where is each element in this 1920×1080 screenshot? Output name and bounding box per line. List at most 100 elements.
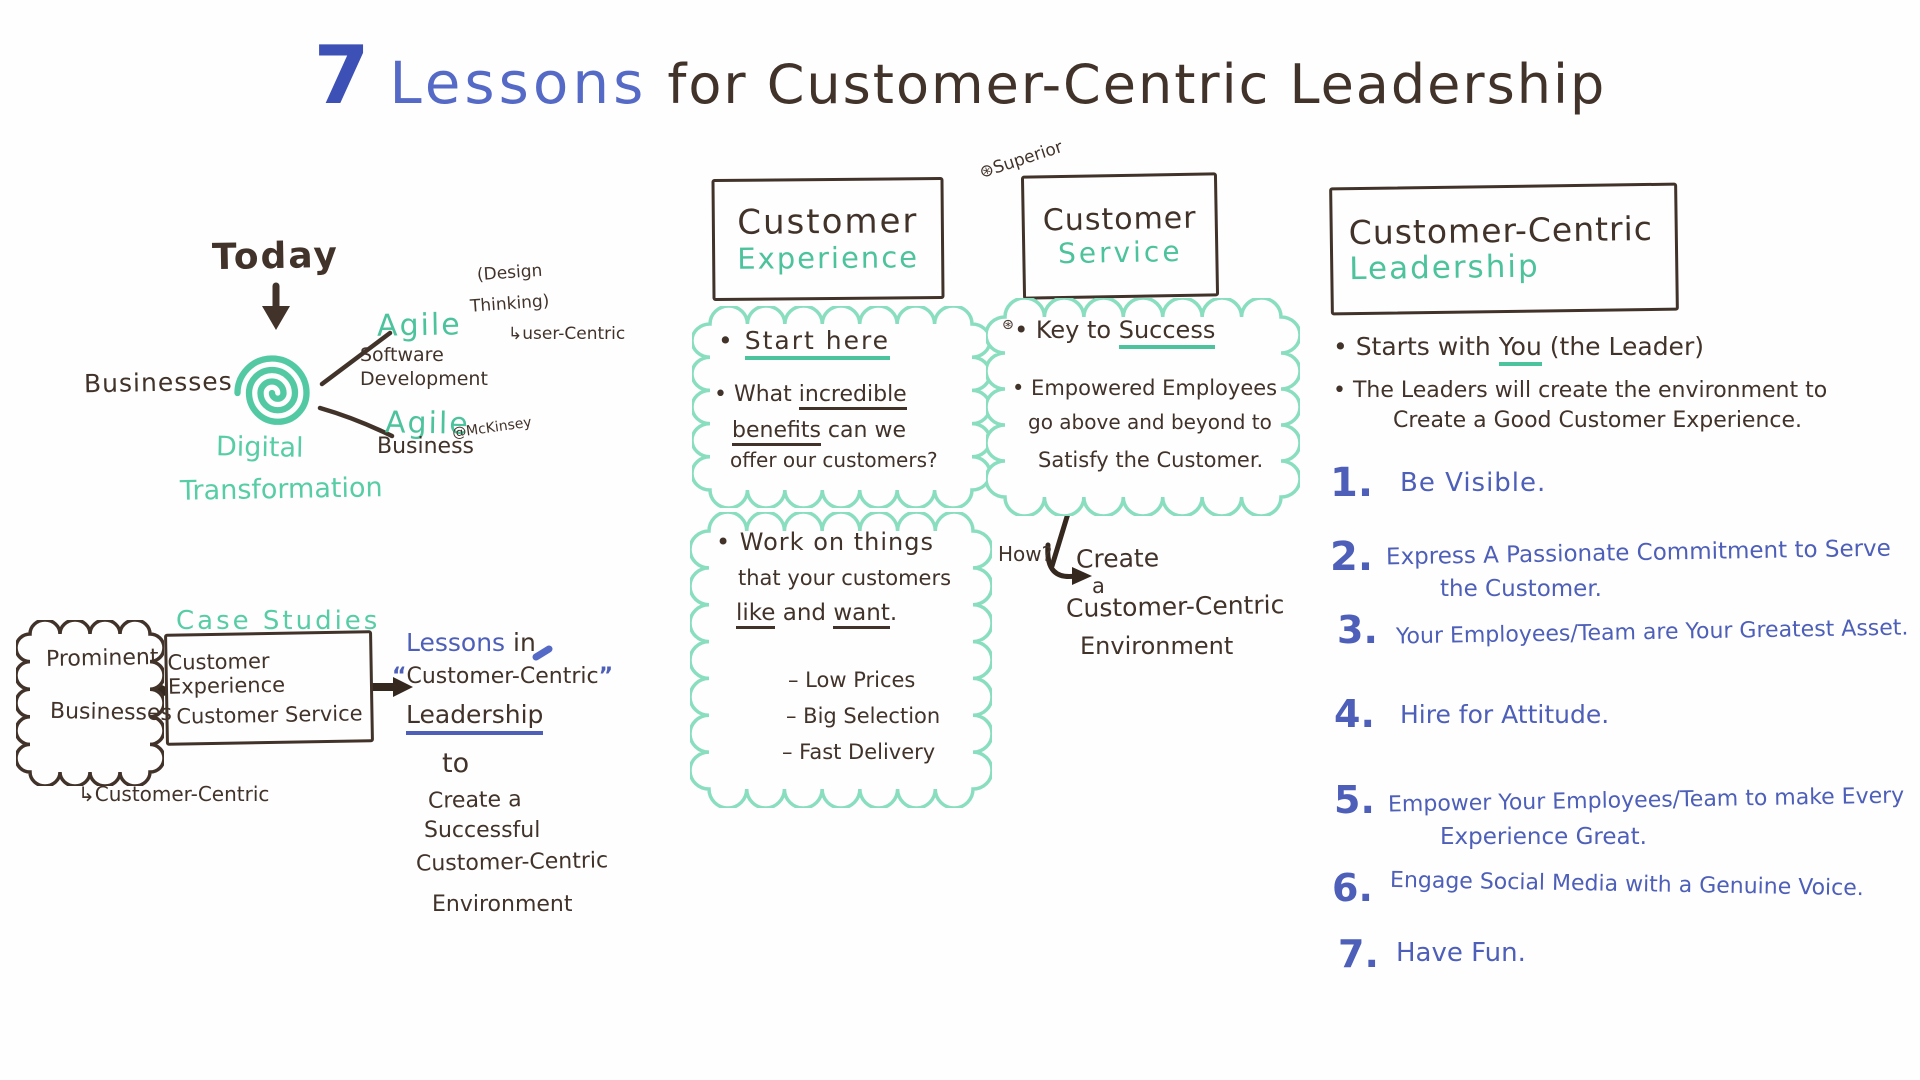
incredible-underlined: incredible [798,382,907,410]
low-prices-item: – Low Prices [788,668,916,692]
lessons-in-label: Lessons in [406,628,536,657]
start-here-bullet: • Start here [718,326,891,360]
environment-label: Environment [432,892,573,917]
ce-box-bottom: Experience [737,240,920,276]
lesson-2-number: 2. [1330,534,1374,580]
today-label: Today [211,234,340,279]
spiral-icon [234,355,310,425]
cs-box-top: Customer [1042,200,1197,238]
blue-tick-mark [532,645,553,661]
cs-environment-label: Environment [1080,632,1234,660]
customer-service-box: Customer Service [1020,172,1220,300]
lesson-1-number: 1. [1330,460,1374,506]
page-title: 7 Lessons for Customer-Centric Leadershi… [0,36,1920,118]
case-studies-label: Case Studies [176,606,381,636]
key-to-text: • Key to [1014,316,1119,344]
leaders-create-line2: Create a Good Customer Experience. [1393,408,1803,433]
lesson-5-number: 5. [1334,778,1375,822]
work-on-things-cloud [690,512,992,808]
what-incredible-line: • What incredible [714,382,907,410]
businesses-cloud-label: Businesses [49,698,173,727]
quoted-customer-centric: “Customer-Centric” [392,664,613,689]
user-centric-label: ↳user-Centric [508,324,626,344]
title-lessons: Lessons [389,49,648,117]
period-text: . [889,600,898,626]
in-word: in [505,628,536,657]
create-a-label: Create a [427,787,522,814]
a-label: a [1092,574,1105,598]
spiral-to-agile-business-line [317,405,395,439]
bullet-dot: • [718,326,745,355]
can-we-text: can we [820,418,906,443]
big-selection-item: – Big Selection [786,704,941,728]
circled-asterisk2-icon: ⊛ [1002,317,1015,333]
transformation-label: Transformation [179,472,383,507]
title-rest: for Customer-Centric Leadership [667,53,1607,116]
lesson-4-text: Hire for Attitude. [1400,700,1610,729]
agile-software-label: Agile [376,307,463,344]
case-studies-box: Customer Experience Customer Service [164,630,374,746]
lesson-1-text: Be Visible. [1400,468,1547,498]
today-arrow-head [262,306,290,330]
lesson-2-text2: the Customer. [1440,576,1602,602]
above-beyond-line: go above and beyond to [1028,410,1272,434]
prominent-label: Prominent [45,645,159,672]
key-to-success-cloud [986,298,1300,516]
key-to-success-line: ⊛• Key to Success [1002,316,1216,349]
benefits-line: benefits can we [732,418,906,446]
quoted-text: Customer-Centric [406,664,599,689]
leadership-underlined: Leadership [406,700,544,735]
leaders-create-line1: • The Leaders will create the environmen… [1333,378,1828,403]
customer-centric-label: Customer-Centric [415,848,609,877]
box-to-lessons-arrow-head [393,677,413,697]
ce-box-top: Customer [737,200,919,243]
the-leader-text: (the Leader) [1541,332,1704,361]
create-label: Create [1075,543,1160,574]
software-label: Software [360,344,444,366]
successful-label: Successful [424,818,541,843]
how-arrow-head [1072,567,1092,585]
lesson-7-text: Have Fun. [1396,938,1526,968]
starts-with-text: • Starts with [1333,332,1499,361]
you-underlined: You [1498,332,1542,366]
satisfy-customer-line: Satisfy the Customer. [1038,448,1264,472]
lesson-5-text2: Experience Great. [1440,824,1647,850]
want-underlined: want [833,600,890,629]
customer-experience-box: Customer Experience [711,176,945,302]
offer-customers-line: offer our customers? [730,448,938,472]
cs-box-bottom: Service [1057,235,1183,271]
to-label: to [442,748,470,779]
ccl-box-top: Customer-Centric [1348,209,1654,253]
and-text: and [775,600,834,626]
prominent-businesses-cloud [16,620,164,786]
how-label: How? [998,542,1053,566]
benefits-underlined: benefits [732,418,821,446]
ccl-box-bottom: Leadership [1349,248,1540,288]
what-pre: • What [714,382,799,407]
business-label: Business [377,434,475,459]
quote-close: ” [598,664,614,689]
development-label: Development [360,368,488,390]
case-box-line1: Customer Experience [167,648,286,699]
lessons-word: Lessons [406,628,506,657]
lesson-6-number: 6. [1332,866,1373,910]
lesson-4-number: 4. [1334,692,1375,736]
customer-centric-note: ↳Customer-Centric [78,782,270,806]
start-here-text: Start here [744,326,891,360]
like-and-want-line: like and want. [736,600,898,629]
empowered-employees-line: • Empowered Employees [1012,376,1278,400]
cs-customer-centric-label: Customer-Centric [1065,590,1285,623]
that-your-customers-line: that your customers [738,566,952,590]
ccl-box: Customer-Centric Leadership [1329,182,1679,316]
lesson-3-number: 3. [1337,608,1378,652]
businesses-label: Businesses [83,366,233,399]
starts-with-you-line: • Starts with You (the Leader) [1333,332,1704,366]
start-here-cloud [692,306,990,508]
quote-open: “ [392,664,407,689]
